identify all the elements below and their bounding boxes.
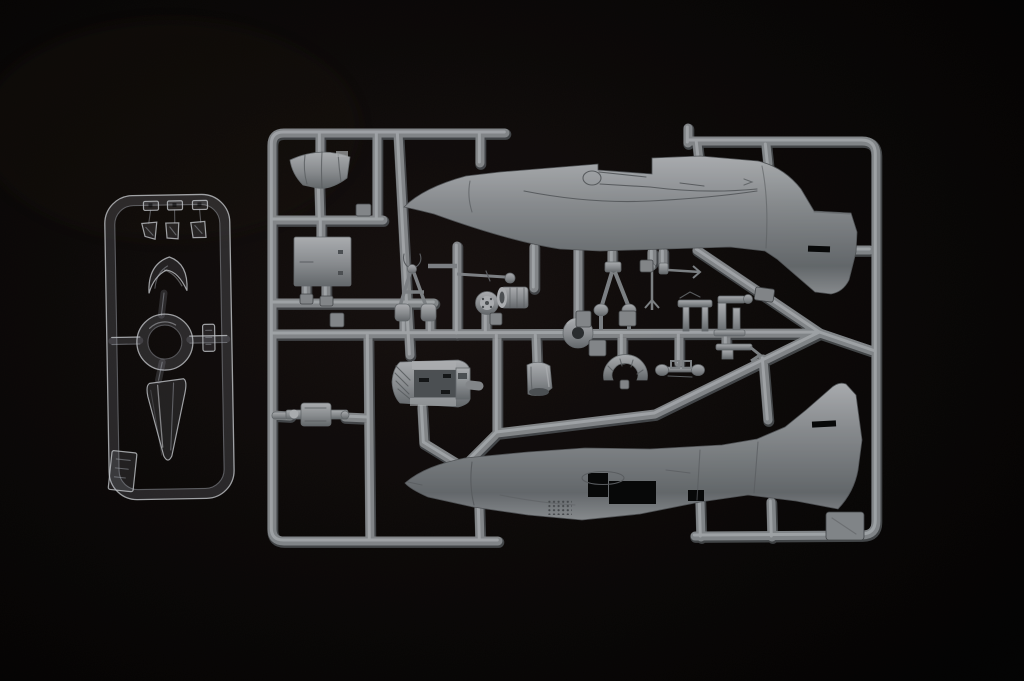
sprue-photo-canvas	[0, 0, 1024, 681]
photo-of-model-kit-sprues	[0, 0, 1024, 681]
vignette	[0, 0, 1024, 681]
